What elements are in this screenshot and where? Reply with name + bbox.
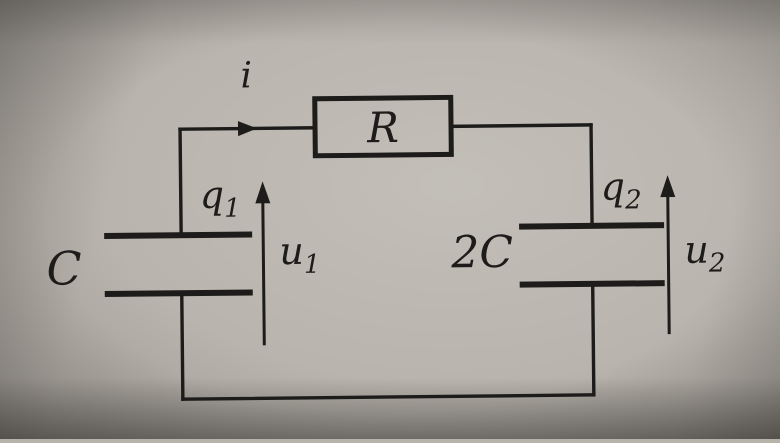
capacitor-2c-label: 2C: [450, 227, 513, 279]
voltage-u1-label: u1: [279, 229, 321, 280]
resistor-box: [312, 94, 454, 159]
charge-q1-base: q: [200, 173, 225, 217]
voltage-u1-arrowhead-icon: [255, 181, 271, 204]
voltage-u1-base: u: [279, 229, 304, 273]
charge-q2-label: q2: [600, 164, 641, 215]
bottom-wire: [181, 393, 596, 401]
resistor-label: R: [366, 103, 399, 152]
top-wire-right-segment: [449, 123, 593, 129]
voltage-u2-subscript: 2: [708, 248, 726, 278]
capacitor-c-label: C: [46, 241, 82, 295]
left-wire-upper: [178, 127, 183, 237]
voltage-u2-arrow: [666, 189, 671, 335]
right-wire-upper: [589, 123, 594, 228]
capacitor-2c-bottom-plate: [519, 280, 665, 288]
left-wire-lower: [180, 291, 185, 401]
charge-q2-subscript: 2: [624, 185, 642, 215]
voltage-u1-subscript: 1: [304, 250, 321, 280]
capacitor-2c-top-plate: [519, 222, 665, 230]
voltage-u2-base: u: [684, 228, 709, 272]
charge-q2-base: q: [600, 165, 625, 209]
charge-q1-label: q1: [200, 173, 241, 224]
voltage-u1-arrow: [261, 195, 266, 346]
capacitor-c-top-plate: [104, 231, 253, 239]
voltage-u2-arrowhead-icon: [660, 175, 676, 198]
capacitor-c-bottom-plate: [104, 289, 253, 297]
right-wire-lower: [590, 282, 596, 397]
current-label: i: [240, 55, 252, 96]
voltage-u2-label: u2: [684, 227, 726, 278]
current-arrow-icon: [237, 121, 258, 137]
charge-q1-subscript: 1: [224, 194, 241, 224]
